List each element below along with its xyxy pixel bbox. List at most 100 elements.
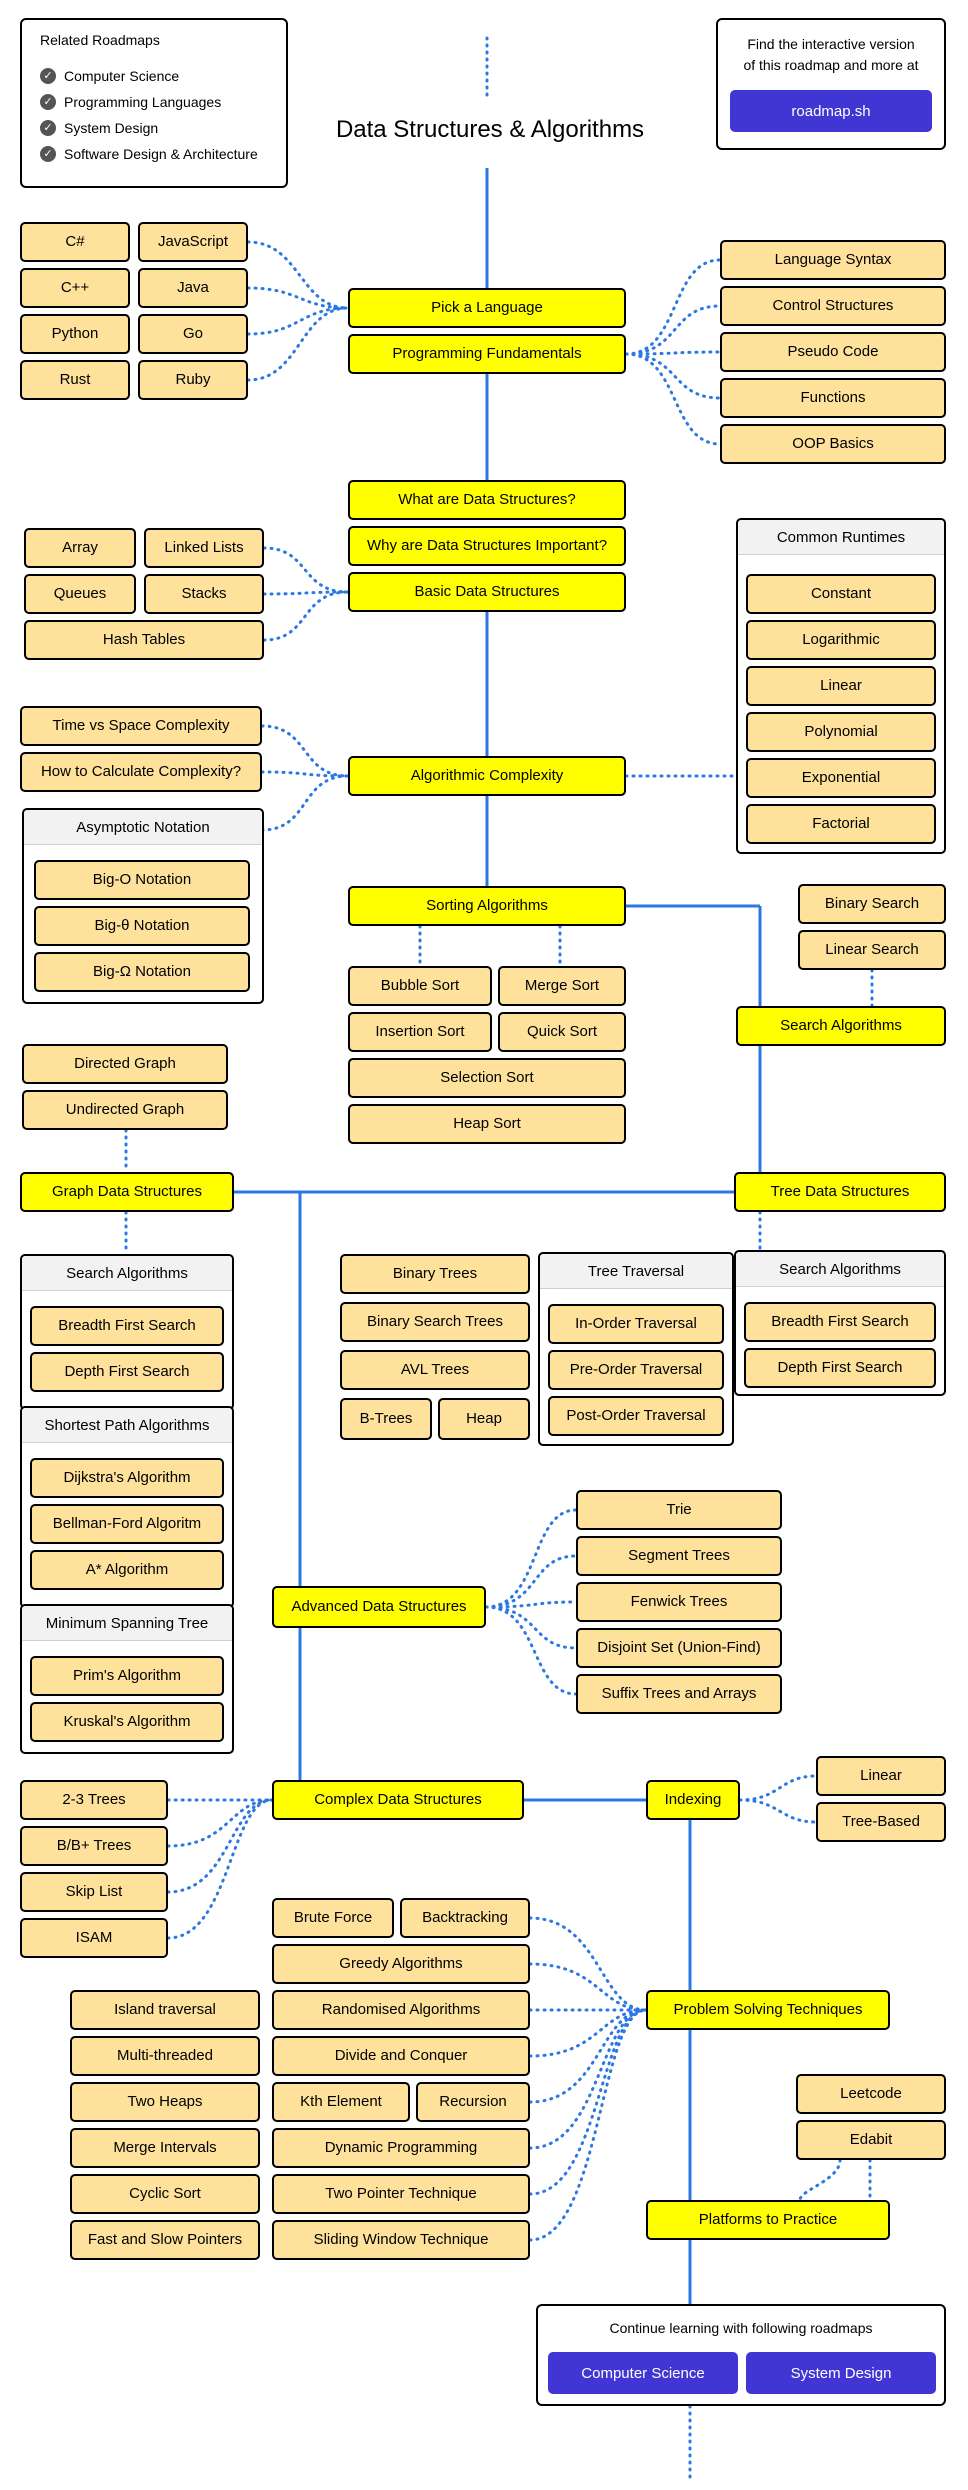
node-java[interactable]: Java (138, 268, 248, 308)
node-control-structures[interactable]: Control Structures (720, 286, 946, 326)
node-tree-dfs[interactable]: Depth First Search (744, 1348, 936, 1388)
node-fenwick-trees[interactable]: Fenwick Trees (576, 1582, 782, 1622)
node-go[interactable]: Go (138, 314, 248, 354)
node-time-vs-space[interactable]: Time vs Space Complexity (20, 706, 262, 746)
node-search-algorithms[interactable]: Search Algorithms (736, 1006, 946, 1046)
node-quick-sort[interactable]: Quick Sort (498, 1012, 626, 1052)
node-greedy-algorithms[interactable]: Greedy Algorithms (272, 1944, 530, 1984)
node-two-pointer[interactable]: Two Pointer Technique (272, 2174, 530, 2214)
node-array[interactable]: Array (24, 528, 136, 568)
node-linked-lists[interactable]: Linked Lists (144, 528, 264, 568)
node-programming-fundamentals[interactable]: Programming Fundamentals (348, 334, 626, 374)
node-backtracking[interactable]: Backtracking (400, 1898, 530, 1938)
node-platforms-to-practice[interactable]: Platforms to Practice (646, 2200, 890, 2240)
node-dynamic-programming[interactable]: Dynamic Programming (272, 2128, 530, 2168)
node-kth-element[interactable]: Kth Element (272, 2082, 410, 2122)
node-sorting-algorithms[interactable]: Sorting Algorithms (348, 886, 626, 926)
node-logarithmic[interactable]: Logarithmic (746, 620, 936, 660)
node-dijkstra[interactable]: Dijkstra's Algorithm (30, 1458, 224, 1498)
node-b-trees[interactable]: B-Trees (340, 1398, 432, 1440)
node-linear-runtime[interactable]: Linear (746, 666, 936, 706)
node-two-heaps[interactable]: Two Heaps (70, 2082, 260, 2122)
node-basic-data-structures[interactable]: Basic Data Structures (348, 572, 626, 612)
node-problem-solving[interactable]: Problem Solving Techniques (646, 1990, 890, 2030)
node-indexing[interactable]: Indexing (646, 1780, 740, 1820)
node-pseudo-code[interactable]: Pseudo Code (720, 332, 946, 372)
node-isam[interactable]: ISAM (20, 1918, 168, 1958)
node-big-omega[interactable]: Big-Ω Notation (34, 952, 250, 992)
node-post-order[interactable]: Post-Order Traversal (548, 1396, 724, 1436)
node-cpp[interactable]: C++ (20, 268, 130, 308)
related-item-programming-languages[interactable]: ✓Programming Languages (40, 94, 221, 110)
node-complex-data-structures[interactable]: Complex Data Structures (272, 1780, 524, 1820)
node-queues[interactable]: Queues (24, 574, 136, 614)
node-graph-bfs[interactable]: Breadth First Search (30, 1306, 224, 1346)
node-insertion-sort[interactable]: Insertion Sort (348, 1012, 492, 1052)
related-item-system-design[interactable]: ✓System Design (40, 120, 158, 136)
node-randomised-algorithms[interactable]: Randomised Algorithms (272, 1990, 530, 2030)
node-linear-search[interactable]: Linear Search (798, 930, 946, 970)
node-advanced-data-structures[interactable]: Advanced Data Structures (272, 1586, 486, 1628)
node-in-order[interactable]: In-Order Traversal (548, 1304, 724, 1344)
node-heap-sort[interactable]: Heap Sort (348, 1104, 626, 1144)
node-bb-trees[interactable]: B/B+ Trees (20, 1826, 168, 1866)
node-disjoint-set[interactable]: Disjoint Set (Union-Find) (576, 1628, 782, 1668)
node-leetcode[interactable]: Leetcode (796, 2074, 946, 2114)
node-why-data-structures-important[interactable]: Why are Data Structures Important? (348, 526, 626, 566)
node-a-star[interactable]: A* Algorithm (30, 1550, 224, 1590)
node-tree-data-structures[interactable]: Tree Data Structures (734, 1172, 946, 1212)
roadmap-sh-button[interactable]: roadmap.sh (730, 90, 932, 132)
node-pick-a-language[interactable]: Pick a Language (348, 288, 626, 328)
node-ruby[interactable]: Ruby (138, 360, 248, 400)
node-island-traversal[interactable]: Island traversal (70, 1990, 260, 2030)
node-selection-sort[interactable]: Selection Sort (348, 1058, 626, 1098)
node-bubble-sort[interactable]: Bubble Sort (348, 966, 492, 1006)
node-factorial[interactable]: Factorial (746, 804, 936, 844)
node-big-o[interactable]: Big-O Notation (34, 860, 250, 900)
node-directed-graph[interactable]: Directed Graph (22, 1044, 228, 1084)
node-binary-search-trees[interactable]: Binary Search Trees (340, 1302, 530, 1342)
node-cyclic-sort[interactable]: Cyclic Sort (70, 2174, 260, 2214)
node-algorithmic-complexity[interactable]: Algorithmic Complexity (348, 756, 626, 796)
continue-system-design-button[interactable]: System Design (746, 2352, 936, 2394)
node-merge-intervals[interactable]: Merge Intervals (70, 2128, 260, 2168)
node-graph-data-structures[interactable]: Graph Data Structures (20, 1172, 234, 1212)
node-indexing-tree-based[interactable]: Tree-Based (816, 1802, 946, 1842)
related-item-computer-science[interactable]: ✓Computer Science (40, 68, 179, 84)
node-undirected-graph[interactable]: Undirected Graph (22, 1090, 228, 1130)
node-what-are-data-structures[interactable]: What are Data Structures? (348, 480, 626, 520)
node-calculate-complexity[interactable]: How to Calculate Complexity? (20, 752, 262, 792)
node-segment-trees[interactable]: Segment Trees (576, 1536, 782, 1576)
node-suffix-trees[interactable]: Suffix Trees and Arrays (576, 1674, 782, 1714)
node-exponential[interactable]: Exponential (746, 758, 936, 798)
node-recursion[interactable]: Recursion (416, 2082, 530, 2122)
node-language-syntax[interactable]: Language Syntax (720, 240, 946, 280)
node-binary-search[interactable]: Binary Search (798, 884, 946, 924)
node-indexing-linear[interactable]: Linear (816, 1756, 946, 1796)
node-heap[interactable]: Heap (438, 1398, 530, 1440)
node-binary-trees[interactable]: Binary Trees (340, 1254, 530, 1294)
node-python[interactable]: Python (20, 314, 130, 354)
node-tree-bfs[interactable]: Breadth First Search (744, 1302, 936, 1342)
node-brute-force[interactable]: Brute Force (272, 1898, 394, 1938)
node-edabit[interactable]: Edabit (796, 2120, 946, 2160)
node-polynomial[interactable]: Polynomial (746, 712, 936, 752)
node-multi-threaded[interactable]: Multi-threaded (70, 2036, 260, 2076)
node-graph-dfs[interactable]: Depth First Search (30, 1352, 224, 1392)
node-pre-order[interactable]: Pre-Order Traversal (548, 1350, 724, 1390)
continue-computer-science-button[interactable]: Computer Science (548, 2352, 738, 2394)
node-sliding-window[interactable]: Sliding Window Technique (272, 2220, 530, 2260)
node-kruskal[interactable]: Kruskal's Algorithm (30, 1702, 224, 1742)
node-2-3-trees[interactable]: 2-3 Trees (20, 1780, 168, 1820)
node-bellman-ford[interactable]: Bellman-Ford Algoritm (30, 1504, 224, 1544)
node-prim[interactable]: Prim's Algorithm (30, 1656, 224, 1696)
node-merge-sort[interactable]: Merge Sort (498, 966, 626, 1006)
node-hash-tables[interactable]: Hash Tables (24, 620, 264, 660)
node-stacks[interactable]: Stacks (144, 574, 264, 614)
node-csharp[interactable]: C# (20, 222, 130, 262)
node-divide-and-conquer[interactable]: Divide and Conquer (272, 2036, 530, 2076)
node-rust[interactable]: Rust (20, 360, 130, 400)
node-skip-list[interactable]: Skip List (20, 1872, 168, 1912)
node-avl-trees[interactable]: AVL Trees (340, 1350, 530, 1390)
related-item-software-design[interactable]: ✓Software Design & Architecture (40, 146, 258, 162)
